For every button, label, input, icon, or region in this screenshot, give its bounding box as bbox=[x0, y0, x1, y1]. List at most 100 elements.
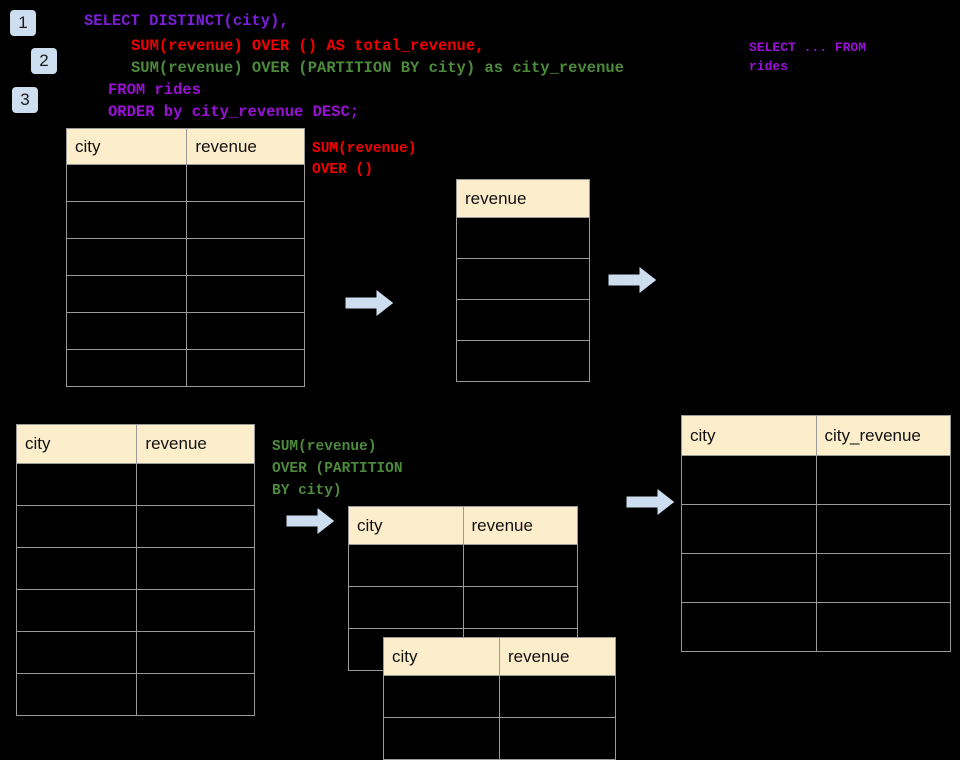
column-header-city: city bbox=[65, 128, 188, 165]
table-cell bbox=[815, 455, 951, 505]
table-cell bbox=[815, 553, 951, 603]
table-header-row: city revenue bbox=[383, 637, 616, 676]
table-row bbox=[456, 299, 590, 341]
table-cell bbox=[383, 717, 500, 760]
arrow-partition-to-result bbox=[626, 487, 676, 517]
table-cell bbox=[456, 299, 590, 341]
table-row bbox=[65, 201, 305, 239]
column-header-city: city bbox=[348, 506, 464, 545]
table-row bbox=[348, 586, 578, 629]
table-row bbox=[681, 553, 951, 603]
table-cell bbox=[348, 544, 464, 587]
step-badge-1: 1 bbox=[10, 10, 36, 36]
table-cell bbox=[65, 312, 188, 350]
sql-line-select-distinct: SELECT DISTINCT(city), bbox=[84, 12, 289, 30]
table-cell bbox=[348, 586, 464, 629]
column-header-city: city bbox=[15, 424, 138, 464]
table-row bbox=[65, 312, 305, 350]
table-row bbox=[65, 275, 305, 313]
table-cell bbox=[186, 275, 305, 313]
table-row bbox=[456, 258, 590, 300]
column-header-city: city bbox=[681, 415, 817, 456]
table-cell bbox=[136, 631, 255, 674]
table-cell bbox=[499, 675, 616, 718]
column-header-revenue: revenue bbox=[462, 506, 578, 545]
table-cell bbox=[456, 258, 590, 300]
table-cell bbox=[462, 586, 578, 629]
table-row bbox=[681, 504, 951, 554]
table-cell bbox=[15, 505, 138, 548]
annotation-select-from-rides: SELECT ... FROM rides bbox=[749, 40, 867, 74]
table-cell bbox=[681, 553, 817, 603]
column-header-revenue: revenue bbox=[499, 637, 616, 676]
table-partition-back: city revenue bbox=[348, 506, 578, 671]
table-cell bbox=[499, 717, 616, 760]
table-source-top: city revenue bbox=[65, 128, 305, 387]
table-row bbox=[15, 589, 255, 632]
table-cell bbox=[65, 201, 188, 239]
sql-line-sum-over-partition: SUM(revenue) OVER (PARTITION BY city) as… bbox=[131, 59, 624, 77]
table-cell bbox=[815, 504, 951, 554]
table-result: city city_revenue bbox=[681, 415, 951, 652]
table-row bbox=[456, 340, 590, 382]
table-cell bbox=[65, 275, 188, 313]
table-body bbox=[348, 544, 578, 671]
table-cell bbox=[15, 673, 138, 716]
table-cell bbox=[15, 631, 138, 674]
table-row bbox=[383, 717, 616, 760]
table-header-row: city revenue bbox=[65, 128, 305, 165]
step-badge-3: 3 bbox=[12, 87, 38, 113]
table-row bbox=[65, 349, 305, 387]
table-cell bbox=[186, 164, 305, 202]
table-cell bbox=[186, 349, 305, 387]
table-total-revenue: revenue bbox=[456, 179, 590, 382]
table-cell bbox=[136, 589, 255, 632]
table-cell bbox=[681, 602, 817, 652]
column-header-revenue: revenue bbox=[136, 424, 255, 464]
table-cell bbox=[15, 547, 138, 590]
table-cell bbox=[65, 349, 188, 387]
table-cell bbox=[456, 217, 590, 259]
table-row bbox=[15, 631, 255, 674]
arrow-source-to-partition bbox=[286, 506, 336, 536]
table-cell bbox=[681, 455, 817, 505]
table-cell bbox=[65, 238, 188, 276]
table-header-row: city city_revenue bbox=[681, 415, 951, 456]
table-partition-front: city revenue bbox=[383, 637, 616, 760]
arrow-source-to-total bbox=[345, 288, 395, 318]
column-header-city: city bbox=[383, 637, 500, 676]
table-cell bbox=[462, 544, 578, 587]
table-cell bbox=[681, 504, 817, 554]
table-row bbox=[15, 547, 255, 590]
table-cell bbox=[15, 589, 138, 632]
table-row bbox=[681, 602, 951, 652]
table-body bbox=[65, 164, 305, 387]
table-row bbox=[65, 238, 305, 276]
table-header-row: revenue bbox=[456, 179, 590, 218]
sql-line-order-by: ORDER by city_revenue DESC; bbox=[108, 103, 360, 121]
column-header-revenue: revenue bbox=[186, 128, 305, 165]
table-body bbox=[15, 463, 255, 716]
table-cell bbox=[186, 201, 305, 239]
arrow-total-to-right bbox=[608, 265, 658, 295]
table-cell bbox=[456, 340, 590, 382]
table-cell bbox=[65, 164, 188, 202]
table-cell bbox=[136, 505, 255, 548]
table-row bbox=[65, 164, 305, 202]
annotation-sum-over-partition: SUM(revenue) OVER (PARTITION BY city) bbox=[272, 439, 403, 499]
table-row bbox=[15, 505, 255, 548]
table-cell bbox=[136, 673, 255, 716]
column-header-city-revenue: city_revenue bbox=[815, 415, 951, 456]
table-cell bbox=[136, 463, 255, 506]
table-cell bbox=[15, 463, 138, 506]
table-header-row: city revenue bbox=[348, 506, 578, 545]
table-row bbox=[15, 463, 255, 506]
annotation-sum-over-empty: SUM(revenue) OVER () bbox=[312, 141, 417, 178]
table-row bbox=[456, 217, 590, 259]
table-header-row: city revenue bbox=[15, 424, 255, 464]
sql-line-from-rides: FROM rides bbox=[108, 81, 202, 99]
column-header-revenue: revenue bbox=[456, 179, 590, 218]
table-cell bbox=[383, 675, 500, 718]
table-body bbox=[681, 455, 951, 652]
table-body bbox=[456, 217, 590, 382]
